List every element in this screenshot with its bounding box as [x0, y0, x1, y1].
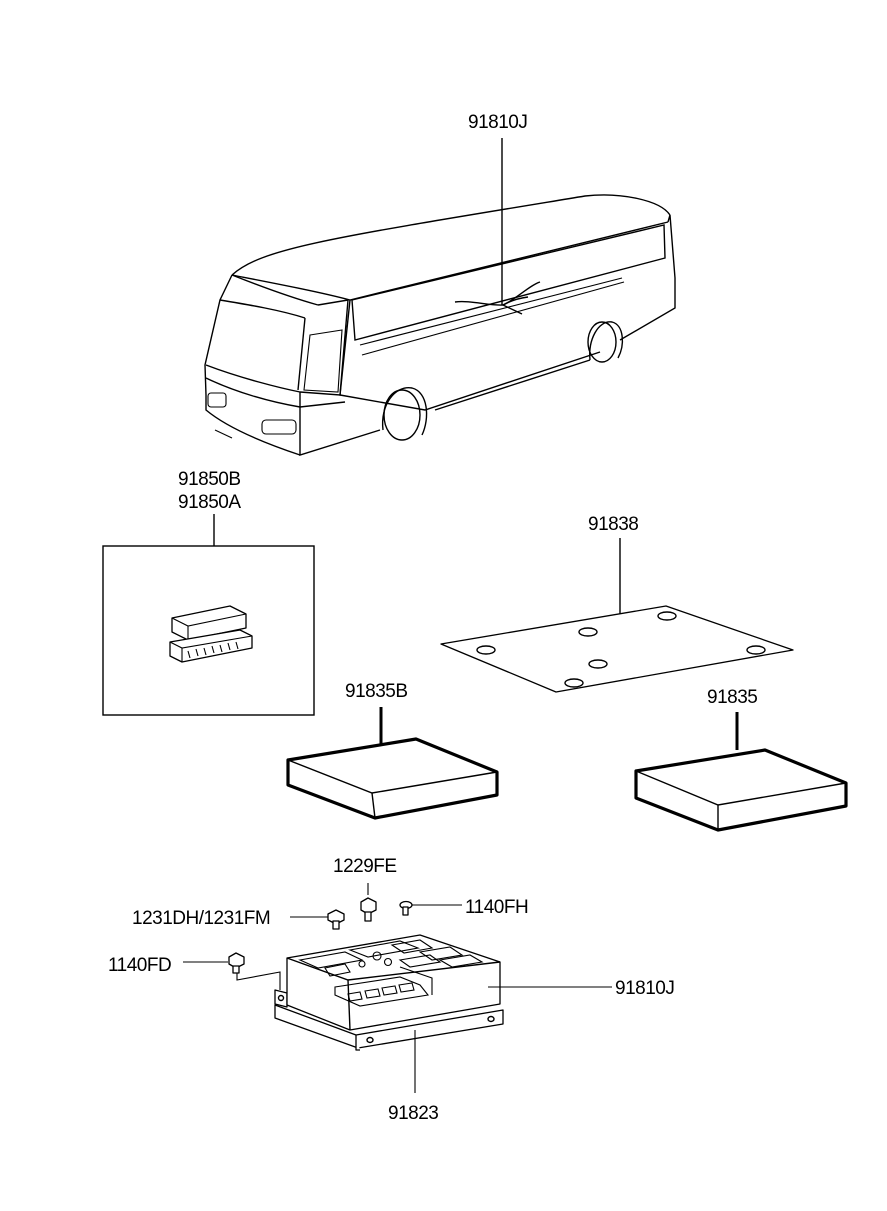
label-harness-top: 91810J	[468, 112, 527, 133]
label-junction-box: 91810J	[615, 978, 674, 999]
cover-part	[634, 748, 848, 832]
junction-box-part	[274, 934, 504, 1051]
label-cover-b: 91835B	[345, 681, 408, 702]
cover-b-part	[286, 737, 499, 820]
bolt-dh-fm-part	[327, 909, 345, 930]
leader-bolt-fd-mount	[236, 971, 281, 990]
label-relay-b: 91850B	[178, 469, 241, 490]
cover-plate-part	[440, 605, 794, 693]
label-bracket: 91823	[388, 1103, 438, 1124]
label-bolt-fe: 1229FE	[333, 856, 397, 877]
label-relay-a: 91850A	[178, 492, 241, 513]
label-bolt-dh-fm: 1231DH/1231FM	[132, 908, 270, 929]
bolt-fd-part	[228, 952, 245, 974]
label-cover: 91835	[707, 687, 757, 708]
label-bolt-fd: 1140FD	[108, 955, 171, 976]
bus-illustration	[204, 194, 676, 456]
relay-part	[169, 605, 253, 663]
label-bolt-fh: 1140FH	[465, 897, 528, 918]
bolt-fe-part	[360, 897, 377, 922]
label-cover-plate: 91838	[588, 514, 638, 535]
relay-inset-frame	[102, 545, 315, 716]
bolt-fh-part	[399, 900, 413, 916]
